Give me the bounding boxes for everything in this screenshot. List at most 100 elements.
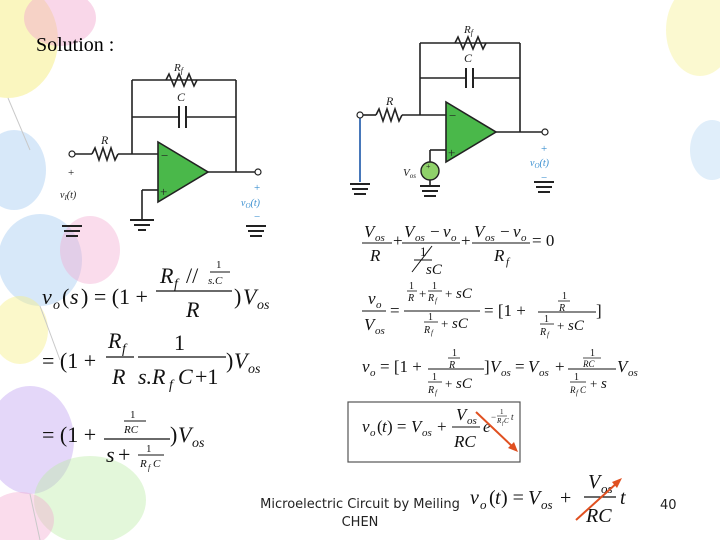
page-number: 40 <box>660 498 677 513</box>
circuit2-r-resistor <box>375 106 403 124</box>
ground-icon <box>62 225 82 237</box>
svg-text:o: o <box>370 367 376 379</box>
circuit2-r-label: R <box>385 94 394 108</box>
svg-text:t: t <box>620 487 626 509</box>
svg-text:R: R <box>496 417 502 425</box>
svg-text:sC: sC <box>426 262 443 278</box>
svg-text:+: + <box>590 376 597 391</box>
svg-text:R: R <box>539 327 546 338</box>
svg-text:os: os <box>248 362 261 377</box>
circuit2-vos-label: Vos <box>403 167 416 180</box>
svg-text:os: os <box>192 436 205 451</box>
circuit2-output-terminal <box>541 128 549 136</box>
svg-text:= 0: = 0 <box>532 231 554 250</box>
svg-text:C: C <box>580 385 587 395</box>
svg-text:R: R <box>448 360 455 371</box>
svg-text:−: − <box>500 222 510 241</box>
circuit1-opamp <box>157 140 210 204</box>
svg-text:+: + <box>393 231 403 250</box>
svg-text:−: − <box>430 222 440 241</box>
svg-text:−: − <box>161 148 168 163</box>
svg-text:1: 1 <box>432 281 437 292</box>
svg-text:+1: +1 <box>195 364 218 389</box>
circuit2-vo-label: vO(t) <box>530 158 550 170</box>
svg-text:(: ( <box>489 487 496 509</box>
svg-text:V: V <box>617 357 630 376</box>
svg-text:R: R <box>369 246 381 265</box>
svg-text:+: + <box>461 231 471 250</box>
svg-text:): ) <box>234 284 241 309</box>
svg-text:C: C <box>153 458 161 470</box>
svg-text:f: f <box>435 297 438 305</box>
svg-text:1: 1 <box>428 312 433 323</box>
svg-text:+: + <box>557 318 564 333</box>
svg-text:o: o <box>451 232 457 244</box>
slide-footer: Microelectric Circuit by Meiling CHEN <box>260 497 460 530</box>
svg-text:= (1 +: = (1 + <box>42 422 96 447</box>
svg-text:t: t <box>382 417 388 436</box>
svg-text:R: R <box>159 263 174 288</box>
svg-text:R: R <box>139 458 147 470</box>
svg-text:(: ( <box>377 417 383 436</box>
svg-text:f: f <box>148 463 152 472</box>
svg-text:os: os <box>601 481 613 496</box>
circuit1-r-resistor <box>91 145 119 163</box>
svg-text:os: os <box>628 367 638 379</box>
arrow-annotation <box>475 411 515 449</box>
svg-text:+: + <box>160 184 167 199</box>
svg-text:1: 1 <box>562 291 567 302</box>
circuit1-input-plus: + <box>68 167 74 179</box>
circuit1-output-terminal <box>254 168 262 176</box>
boxed-equation-frame <box>347 401 521 463</box>
svg-text:t: t <box>495 487 501 509</box>
svg-text:C: C <box>504 417 509 425</box>
circuit2-rf-label: Rf <box>463 24 475 37</box>
circuit1-output-minus: − <box>254 211 260 223</box>
svg-text:s: s <box>70 284 79 309</box>
svg-text:1: 1 <box>500 408 504 416</box>
svg-text:RC: RC <box>453 432 476 451</box>
svg-text:s: s <box>601 376 607 392</box>
circuit1-c-label: C <box>177 90 186 104</box>
slide-title: Solution : <box>36 34 115 56</box>
svg-text:R: R <box>423 325 430 336</box>
svg-text:= [1 +: = [1 + <box>484 301 526 320</box>
svg-text:os: os <box>375 325 385 337</box>
svg-text:R: R <box>185 297 200 322</box>
svg-text:f: f <box>169 378 175 393</box>
svg-text:sC: sC <box>456 376 473 392</box>
svg-text:): ) <box>226 348 233 373</box>
ground-icon <box>130 219 154 231</box>
svg-text:V: V <box>404 222 417 241</box>
svg-text:f: f <box>502 422 504 427</box>
svg-text:e: e <box>483 417 491 436</box>
circuit2-opamp <box>445 100 498 164</box>
ground-icon <box>350 183 370 195</box>
svg-text:1: 1 <box>452 348 457 359</box>
svg-text:+: + <box>426 162 431 171</box>
svg-text:f: f <box>576 389 579 397</box>
circuit1-rf-resistor <box>165 71 198 89</box>
svg-text:+: + <box>441 316 448 331</box>
svg-text:): ) <box>170 422 177 447</box>
svg-text:) = (1 +: ) = (1 + <box>81 284 148 309</box>
svg-text:V: V <box>528 487 543 509</box>
svg-text:f: f <box>122 342 128 357</box>
svg-text:=: = <box>390 301 400 320</box>
svg-text:sC: sC <box>568 318 585 334</box>
circuit1-vi-label: vI(t) <box>60 190 77 202</box>
svg-text:f: f <box>174 277 180 292</box>
svg-text:R: R <box>407 293 414 304</box>
svg-text:1: 1 <box>590 348 595 359</box>
svg-text:t: t <box>511 412 514 422</box>
svg-text:o: o <box>53 298 60 313</box>
svg-text:os: os <box>467 415 477 427</box>
svg-text:RC: RC <box>585 505 612 527</box>
